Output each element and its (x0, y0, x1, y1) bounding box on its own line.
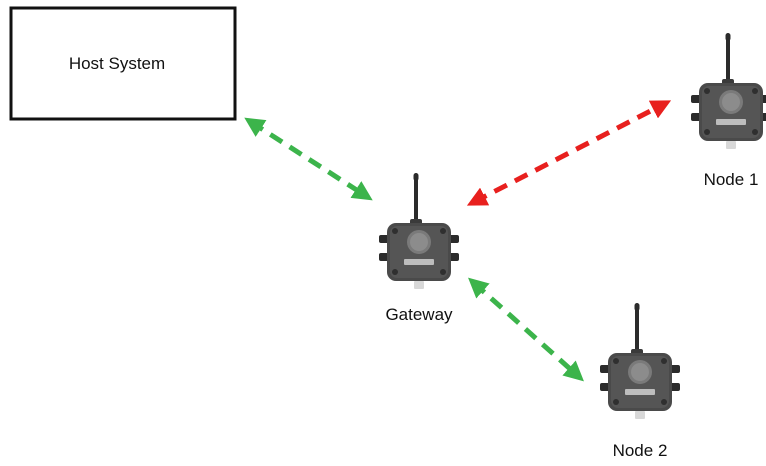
gateway-device: Gateway (379, 173, 459, 324)
host-system-box: Host System (9, 6, 237, 121)
link-gateway-node1 (466, 100, 672, 206)
node-1-label: Node 1 (704, 170, 759, 189)
link-host-gateway (244, 117, 373, 201)
gateway-label: Gateway (385, 305, 453, 324)
wireless-radio-node-icon (691, 33, 766, 149)
node-2-device: Node 2 (600, 303, 680, 460)
wireless-radio-node-icon (600, 303, 680, 419)
host-system-label: Host System (69, 54, 165, 73)
wireless-radio-node-icon (379, 173, 459, 289)
node-2-label: Node 2 (613, 441, 668, 460)
node-1-device: Node 1 (691, 33, 766, 189)
link-gateway-node2 (468, 277, 584, 382)
